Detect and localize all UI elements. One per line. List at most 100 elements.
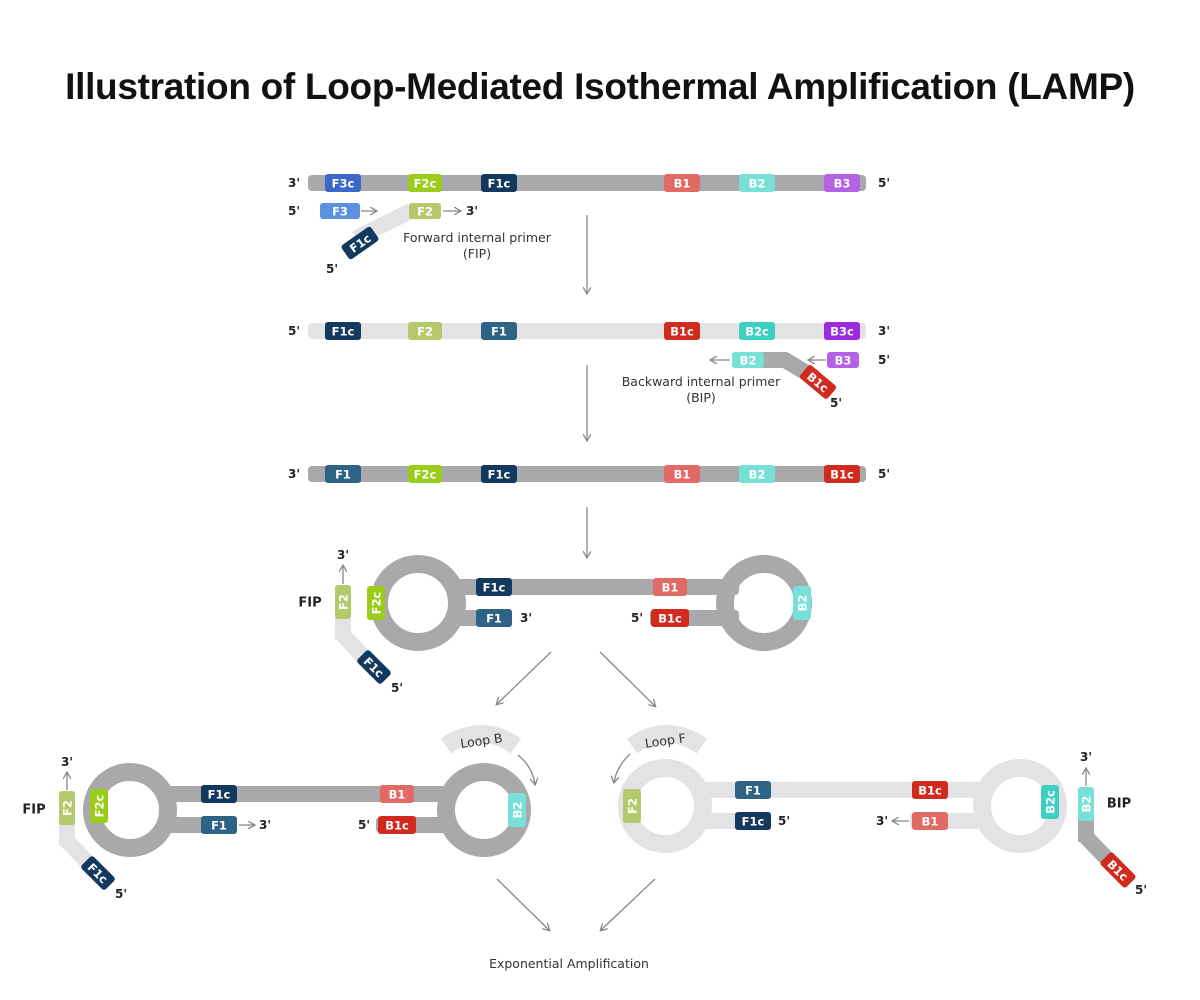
row1-b2: B2 <box>739 174 775 192</box>
row5l-f1c-block <box>201 785 237 803</box>
row4-loop-right <box>716 555 812 651</box>
row3-b2-block <box>739 465 775 483</box>
bip-b2: B2 <box>732 352 764 368</box>
f3-primer-label: F3 <box>332 205 348 219</box>
row2-f2: F2 <box>408 322 442 340</box>
row1-b2-label: B2 <box>749 177 766 191</box>
row1-b3-label: B3 <box>834 177 851 191</box>
row3-3prime-label: 3' <box>288 467 300 481</box>
row1-b1: B1 <box>664 174 700 192</box>
row3-b1c-label: B1c <box>830 468 854 482</box>
row3-f1c-label: F1c <box>488 468 511 482</box>
bip-b1c-block <box>799 365 837 399</box>
row5r-bip-b2-block <box>1078 787 1094 821</box>
row5l-f1c: F1c <box>201 785 237 803</box>
row4-fip-f2: F2 <box>335 585 351 619</box>
row5r-b2c: B2c <box>1041 785 1059 819</box>
row3-f2c-label: F2c <box>414 468 437 482</box>
strand-2 <box>308 323 866 339</box>
row5r-f1-label: F1 <box>745 784 761 798</box>
row2-f1c-block <box>325 322 361 340</box>
fip1-f2: F2 <box>409 203 441 219</box>
strand-1 <box>308 175 866 191</box>
row5r-f1: F1 <box>735 781 771 799</box>
row1-b3: B3 <box>824 174 860 192</box>
row1-f1c-label: F1c <box>488 177 511 191</box>
row5l-fip-3prime-label: 3' <box>61 755 73 769</box>
row5r-bip-b2: B2 <box>1078 787 1094 821</box>
row3-b1c: B1c <box>824 465 860 483</box>
row3-f2c: F2c <box>408 465 442 483</box>
row3-f1: F1 <box>325 465 361 483</box>
row3-f1c-block <box>481 465 517 483</box>
row5l-fip-f2-label: F2 <box>61 800 75 816</box>
row2-b3c-block <box>824 322 860 340</box>
row5r-b2c-block <box>1041 785 1059 819</box>
row4-b1c-block <box>651 609 689 627</box>
row1-f1c-block <box>481 174 517 192</box>
row5r-f2-label: F2 <box>626 798 640 814</box>
row5r-f1c: F1c <box>735 812 771 830</box>
row4-b1-label: B1 <box>662 581 679 595</box>
converge-arrow-right <box>601 878 656 930</box>
row1-f3c: F3c <box>325 174 361 192</box>
row4-f1-label: F1 <box>486 612 502 626</box>
b3-5prime-label: 5' <box>878 353 890 367</box>
row5l-fip-f2-block <box>59 791 75 825</box>
b3-primer: B3 <box>827 352 859 368</box>
fip-caption-line1: Forward internal primer <box>403 230 552 245</box>
row4-f1-block <box>476 609 512 627</box>
loop-b-arrow <box>517 754 535 784</box>
row5l-3prime-label: 3' <box>259 818 271 832</box>
row1-f3c-label: F3c <box>332 177 355 191</box>
row4-fip-label: FIP <box>298 596 321 611</box>
loop-b-label: Loop B <box>459 730 503 751</box>
row2-b2c-label: B2c <box>745 325 769 339</box>
row1-f2c: F2c <box>408 174 442 192</box>
row5l-f1c-label: F1c <box>208 788 231 802</box>
b3-primer-block <box>827 352 859 368</box>
row4-b1: B1 <box>653 578 687 596</box>
f3-primer: F3 <box>320 203 360 219</box>
row2-f2-block <box>408 322 442 340</box>
row2-f2-label: F2 <box>417 325 433 339</box>
row5l-fip-5prime-label: 5' <box>115 887 127 901</box>
row4-f1c-label: F1c <box>483 581 506 595</box>
row5l-b2-label: B2 <box>511 802 525 819</box>
bip-b2-block <box>732 352 764 368</box>
fip1-3prime-label: 3' <box>466 204 478 218</box>
exponential-amplification-label: Exponential Amplification <box>489 956 649 971</box>
page-title: Illustration of Loop-Mediated Isothermal… <box>65 66 1135 107</box>
loop-f-band <box>626 725 708 754</box>
bip-caption-line1: Backward internal primer <box>622 374 781 389</box>
row2-f1-block <box>481 322 517 340</box>
row4-3prime-label: 3' <box>520 611 532 625</box>
row5r-b1c-block <box>912 781 948 799</box>
fip1-f2-label: F2 <box>417 205 433 219</box>
row4-f1: F1 <box>476 609 512 627</box>
row5r-b1-block <box>912 812 948 830</box>
row5r-bip-3prime-label: 3' <box>1080 750 1092 764</box>
row4-f1c: F1c <box>476 578 512 596</box>
row3-f2c-block <box>408 465 442 483</box>
row5r-5prime-label: 5' <box>778 814 790 828</box>
row1-5prime-label: 5' <box>878 176 890 190</box>
fip1-5prime-label: 5' <box>326 262 338 276</box>
row4-f2c: F2c <box>367 586 385 620</box>
strand-3 <box>308 466 866 482</box>
row2-b2c: B2c <box>739 322 775 340</box>
b3-primer-label: B3 <box>835 354 852 368</box>
f3-5prime-label: 5' <box>288 204 300 218</box>
row2-5prime-label: 5' <box>288 324 300 338</box>
row5r-bip-b1c-block <box>1100 852 1136 888</box>
row5l-b2: B2 <box>508 793 526 827</box>
row5l-b1c: B1c <box>378 816 416 834</box>
row5l-b1-block <box>380 785 414 803</box>
row3-b2: B2 <box>739 465 775 483</box>
bip-5prime-label: 5' <box>830 396 842 410</box>
row5l-fip-f1c-block <box>81 856 115 890</box>
row5r-f1c-label: F1c <box>742 815 765 829</box>
row4-fip-f2-block <box>335 585 351 619</box>
row4-b2-label: B2 <box>796 595 810 612</box>
